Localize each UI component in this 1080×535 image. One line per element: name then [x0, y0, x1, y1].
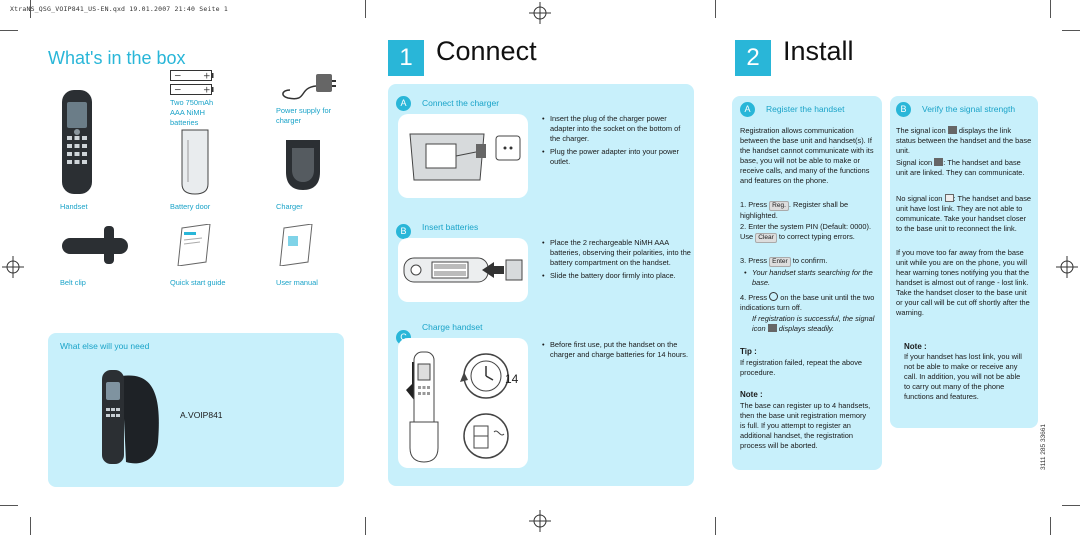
charge-handset-instructions: Before first use, put the handset on the…: [542, 340, 692, 363]
section-letter-a: A: [740, 102, 755, 117]
crop-mark: [365, 0, 366, 18]
page-button-icon: [769, 292, 779, 301]
note-text: The base can register up to 4 handsets, …: [740, 401, 871, 450]
signal-paragraph-2: Signal icon : The handset and base unit …: [896, 158, 1025, 177]
what-else-title: What else will you need: [60, 341, 150, 351]
crop-mark: [0, 30, 18, 31]
register-step-1: 1. Press Reg.. Register shall be highlig…: [740, 200, 849, 220]
file-slug: XtraNS_QSG_VOIP841_US-EN.qxd 19.01.2007 …: [10, 5, 229, 13]
connect-charger-title: Connect the charger: [422, 98, 500, 108]
register-handset-title: Register the handset: [766, 104, 845, 114]
signal-icon: [767, 324, 777, 332]
register-step-4-note: If registration is successful, the signa…: [752, 314, 875, 333]
power-supply-caption: Power supply for charger: [276, 106, 332, 125]
note-text: If your handset has lost link, you will …: [904, 352, 1022, 401]
signal-icon: [934, 158, 944, 166]
section-letter-b: B: [896, 102, 911, 117]
crop-mark: [715, 517, 716, 535]
section-letter-b: B: [396, 224, 411, 239]
registration-mark-icon: [529, 2, 551, 24]
crop-mark: [365, 517, 366, 535]
no-signal-icon: [944, 194, 954, 202]
connect-charger-instructions: Insert the plug of the charger power ada…: [542, 114, 692, 170]
svg-text:−: −: [174, 86, 182, 96]
crop-mark: [1062, 30, 1080, 31]
registration-mark-icon: [529, 510, 551, 532]
item-caption-charger: Charger: [276, 202, 303, 211]
item-caption-quick-start-guide: Quick start guide: [170, 278, 226, 287]
section-letter-a: A: [396, 96, 411, 111]
verify-signal-title: Verify the signal strength: [922, 104, 1016, 114]
install-title: Install: [783, 36, 854, 66]
phone-product-image: [102, 370, 159, 464]
clear-key: Clear: [755, 233, 777, 243]
crop-mark: [715, 0, 716, 18]
crop-mark: [30, 517, 31, 535]
register-step-2: 2. Enter the system PIN (Default: 0000).…: [740, 222, 872, 243]
reg-key: Reg.: [769, 201, 789, 211]
register-intro: Registration allows communication betwee…: [740, 126, 874, 185]
svg-text:−: −: [174, 72, 182, 82]
battery-door-illustration: [181, 129, 209, 195]
user-manual-illustration: [279, 224, 313, 266]
svg-text:+: +: [203, 72, 211, 82]
register-step-4: 4. Press on the base unit until the two …: [740, 292, 875, 312]
step-number-connect: 1: [388, 40, 424, 76]
signal-paragraph-3: No signal icon : The handset and base un…: [896, 194, 1032, 233]
power-supply-illustration: [282, 74, 336, 100]
signal-paragraph-1: The signal icon displays the link status…: [896, 126, 1032, 155]
document-code: 3111 285 33661: [1040, 423, 1047, 470]
insert-batteries-title: Insert batteries: [422, 222, 479, 232]
item-caption-user-manual: User manual: [276, 278, 318, 287]
batteries-caption: Two 750mAh AAA NiMH batteries: [170, 98, 214, 127]
note-title: Note :: [740, 390, 763, 399]
battery-icon: −+: [170, 70, 214, 81]
install-panel-b: [890, 96, 1038, 428]
crop-mark: [1050, 517, 1051, 535]
charger-base-plug-illustration: [409, 133, 521, 181]
register-step-3: 3. Press Enter to confirm.: [740, 256, 828, 267]
tip-text: If registration failed, repeat the above…: [740, 358, 863, 377]
crop-mark: [1050, 0, 1051, 18]
handset-illustration: [62, 90, 92, 194]
registration-mark-icon: [2, 256, 24, 278]
step-number-install: 2: [735, 40, 771, 76]
crop-mark: [0, 505, 18, 506]
handset-on-charger-illustration: [406, 351, 509, 463]
battery-insertion-illustration: [403, 257, 523, 283]
charger-illustration: [286, 140, 320, 190]
charge-hours-label: 14: [505, 372, 519, 386]
insert-batteries-instructions: Place the 2 rechargeable NiMH AAA batter…: [542, 238, 692, 284]
charge-handset-title: Charge handset: [422, 322, 483, 332]
quick-start-guide-illustration: [177, 224, 211, 266]
enter-key: Enter: [769, 257, 791, 267]
signal-paragraph-4: If you move too far away from the base u…: [896, 248, 1030, 317]
registration-mark-icon: [1056, 256, 1078, 278]
item-caption-belt-clip: Belt clip: [60, 278, 86, 287]
note-title: Note :: [904, 342, 927, 351]
crop-mark: [30, 0, 31, 18]
crop-mark: [1062, 505, 1080, 506]
register-step-3-note: Your handset starts searching for the ba…: [744, 268, 876, 291]
item-caption-battery-door: Battery door: [170, 202, 211, 211]
tip-title: Tip :: [740, 347, 757, 356]
item-caption-handset: Handset: [60, 202, 88, 211]
belt-clip-illustration: [62, 226, 128, 264]
model-number: A.VOIP841: [180, 410, 223, 420]
svg-text:+: +: [203, 86, 211, 96]
box-contents-title: What's in the box: [48, 48, 186, 68]
battery-icon: −+: [170, 84, 214, 95]
connect-title: Connect: [436, 36, 537, 66]
what-else-panel: [48, 333, 344, 487]
signal-icon: [947, 126, 957, 134]
